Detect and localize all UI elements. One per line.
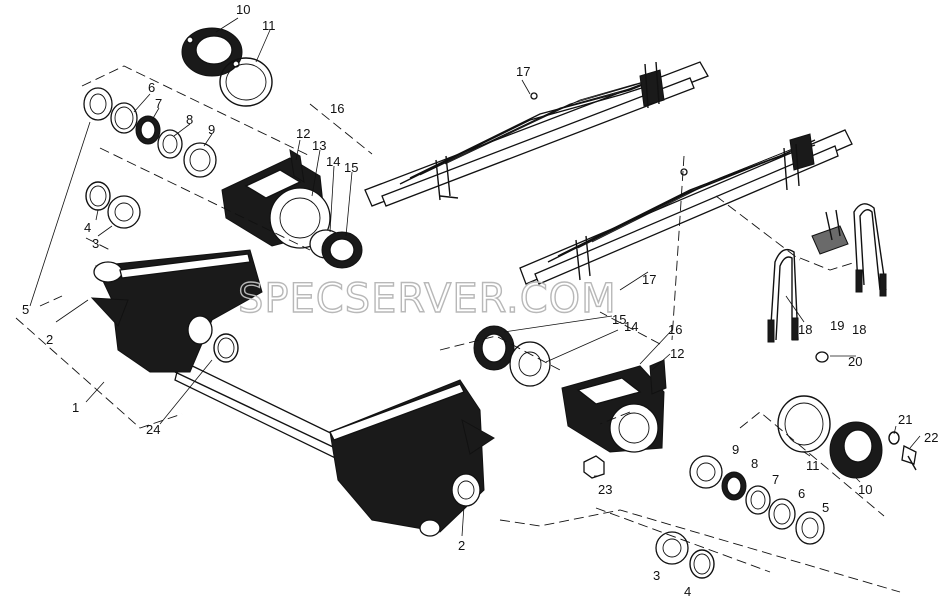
label-18-left: 18 [798, 322, 812, 337]
label-2-right: 2 [458, 538, 465, 553]
spring-plate [811, 209, 849, 255]
leader-lines [29, 17, 921, 537]
label-9-right: 9 [732, 442, 739, 457]
steering-knuckle-lower [561, 359, 667, 453]
bearing-14-15-lower [473, 325, 551, 387]
bearing-14-15-upper [309, 229, 363, 269]
label-10-top: 10 [236, 2, 250, 17]
label-4-right: 4 [684, 584, 691, 599]
label-11-top: 11 [262, 18, 276, 33]
gasket-right [777, 395, 831, 453]
hub-cover-top [181, 27, 243, 77]
label-16-upper: 16 [330, 101, 344, 116]
label-8-right: 8 [751, 456, 758, 471]
leaf-spring-lower [519, 129, 853, 285]
label-12-lower: 12 [670, 346, 684, 361]
label-4-left: 4 [84, 220, 91, 235]
plug-20 [815, 351, 829, 363]
label-14-lower: 14 [624, 319, 638, 334]
label-20: 20 [848, 354, 862, 369]
hub-cover-right [829, 421, 883, 479]
label-6-top: 6 [148, 80, 155, 95]
label-15-lower: 15 [612, 312, 626, 327]
label-24: 24 [146, 422, 160, 437]
label-18-right: 18 [852, 322, 866, 337]
label-22: 22 [924, 430, 938, 445]
label-3-left: 3 [92, 236, 99, 251]
axle-beam [90, 249, 495, 537]
label-1: 1 [72, 400, 79, 415]
label-2-left: 2 [46, 332, 53, 347]
part-labels: 10 11 17 16 6 7 8 9 12 13 14 15 4 3 5 2 … [22, 2, 938, 599]
label-17-lower: 17 [642, 272, 656, 287]
label-8-top: 8 [186, 112, 193, 127]
label-9-top: 9 [208, 122, 215, 137]
label-12-upper: 12 [296, 126, 310, 141]
label-16-lower: 16 [668, 322, 682, 337]
label-5-left: 5 [22, 302, 29, 317]
leaf-spring-upper [364, 61, 709, 207]
bolt-washer-21-22 [888, 431, 917, 471]
label-13: 13 [312, 138, 326, 153]
label-5-right: 5 [822, 500, 829, 515]
ring-set-bottom-right [689, 455, 825, 545]
watermark-text: SPECSERVER.COM [238, 276, 617, 322]
assembly-lines [15, 65, 901, 593]
nut-23 [583, 455, 605, 479]
gasket-top [219, 57, 273, 107]
label-23: 23 [598, 482, 612, 497]
seal-left [85, 181, 141, 229]
label-21: 21 [898, 412, 912, 427]
label-17-upper: 17 [516, 64, 530, 79]
snap-ring-24 [213, 333, 239, 363]
label-7-top: 7 [155, 96, 162, 111]
label-14-upper: 14 [326, 154, 340, 169]
label-10-right: 10 [858, 482, 872, 497]
label-6-right: 6 [798, 486, 805, 501]
label-11-right: 11 [806, 458, 820, 473]
label-7-right: 7 [772, 472, 779, 487]
ring-set-top-left [83, 87, 217, 178]
steering-knuckle-upper [221, 149, 331, 249]
label-15-upper: 15 [344, 160, 358, 175]
seal-right [655, 531, 715, 579]
label-19: 19 [830, 318, 844, 333]
u-bolts [767, 203, 887, 343]
label-3-right: 3 [653, 568, 660, 583]
